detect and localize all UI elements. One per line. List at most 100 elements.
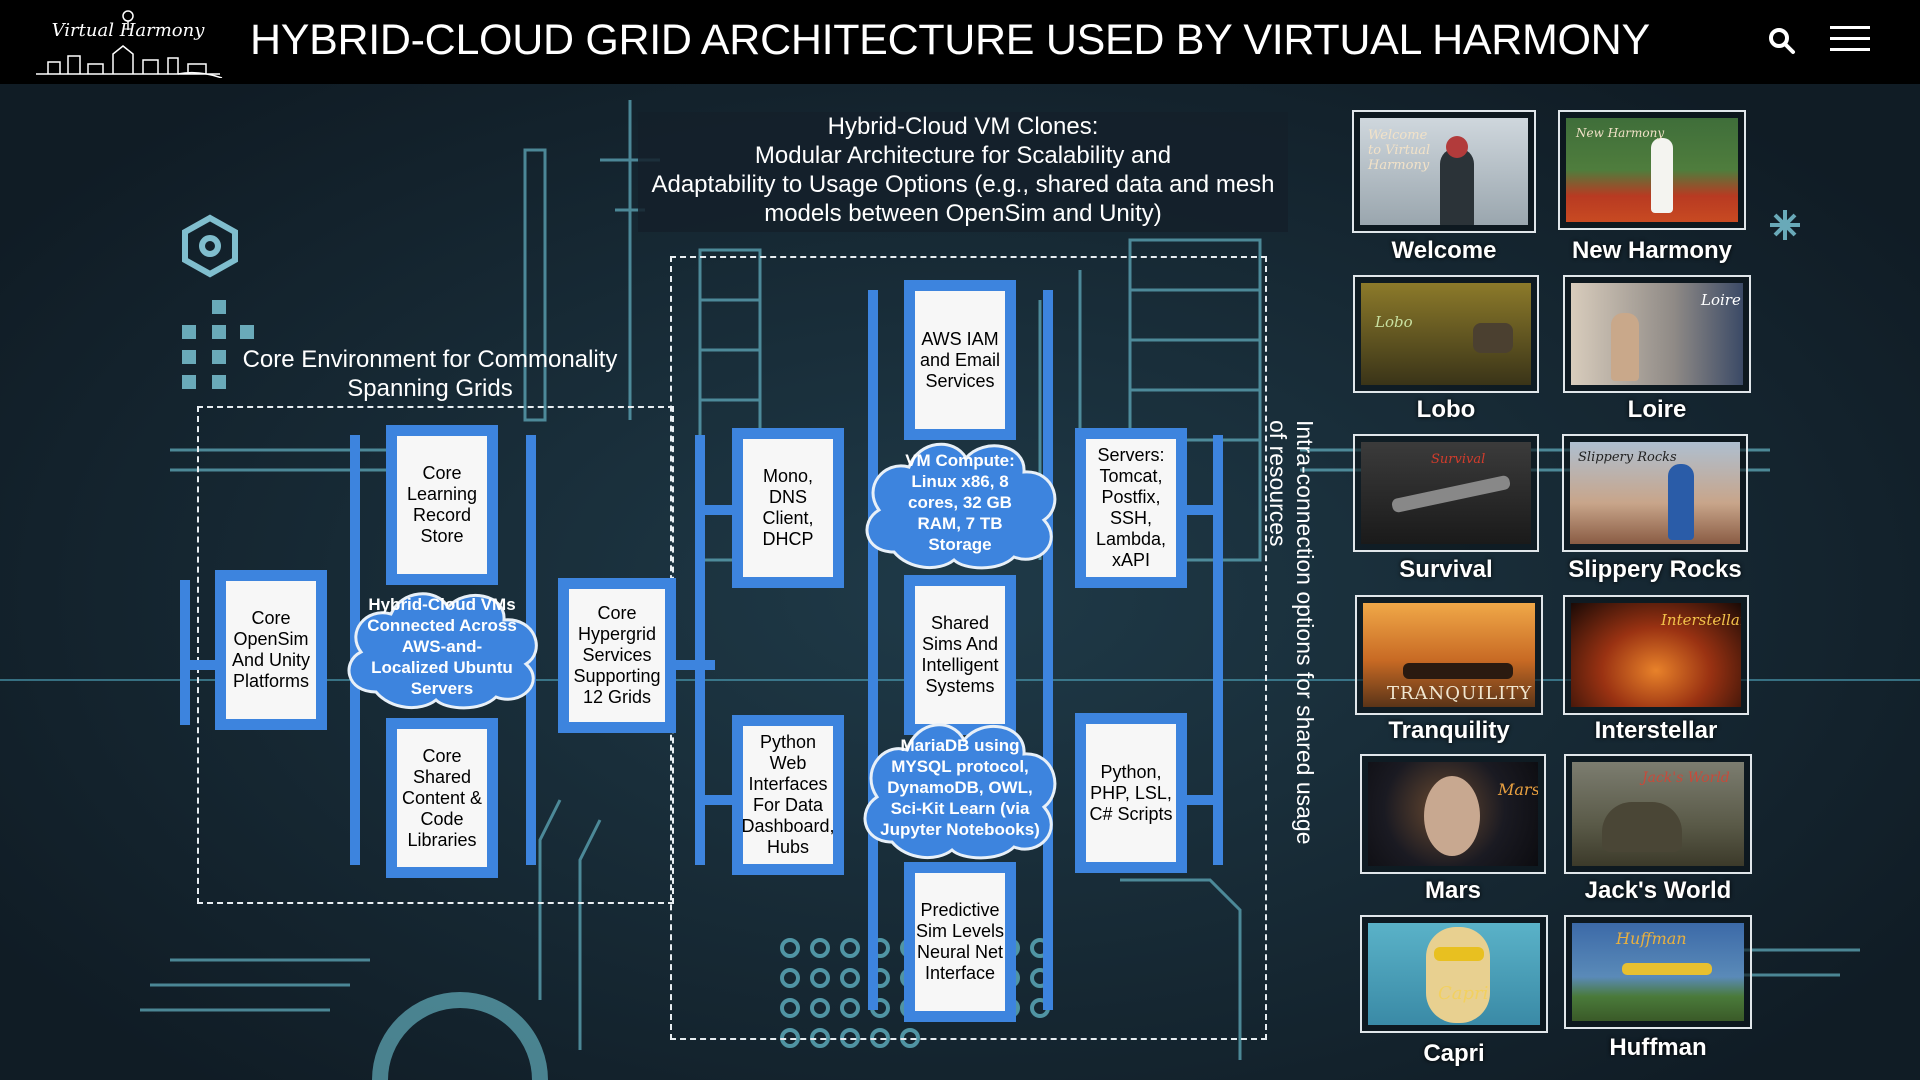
tranquility-overlay: TRANQUILITY — [1387, 683, 1533, 704]
grid-label-welcome: Welcome — [1391, 237, 1497, 264]
hybrid-vms-cloud-label: Hybrid-Cloud VMs Connected Across AWS-an… — [367, 594, 517, 698]
slippery-rocks-image: Slippery Rocks — [1570, 442, 1740, 544]
core-learning-record-store-node[interactable]: Core Learning Record Store — [386, 425, 498, 585]
grid-label-slippery-rocks: Slippery Rocks — [1568, 556, 1742, 583]
core-learning-record-store-label: Core Learning Record Store — [397, 436, 487, 574]
grid-label-interstellar: Interstellar — [1594, 717, 1718, 744]
connector-bar — [180, 660, 220, 670]
page-title: HYBRID-CLOUD GRID ARCHITECTURE USED BY V… — [250, 16, 1650, 64]
core-shared-content-node[interactable]: Core Shared Content & Code Libraries — [386, 718, 498, 878]
loire-image: Loire — [1571, 283, 1743, 385]
lobo-image: Lobo — [1361, 283, 1531, 385]
scripts-node[interactable]: Python, PHP, LSL, C# Scripts — [1075, 713, 1187, 873]
welcome-overlay: Welcome to Virtual Harmony — [1368, 128, 1431, 173]
interstellar-overlay: Interstellar — [1661, 611, 1741, 629]
vm-clones-caption-line: Adaptability to Usage Options (e.g., sha… — [651, 171, 1275, 198]
core-environment-caption: Core Environment for Commonality Spannin… — [220, 345, 640, 403]
grid-label-lobo: Lobo — [1416, 396, 1476, 423]
grid-label-tranquility: Tranquility — [1388, 717, 1510, 744]
grid-label-mars: Mars — [1424, 877, 1482, 904]
new-harmony-overlay: New Harmony — [1576, 126, 1665, 140]
core-hypergrid-services-node[interactable]: Core Hypergrid Services Supporting 12 Gr… — [558, 578, 676, 733]
intra-connection-caption: Intra-connection options for shared usag… — [1258, 420, 1318, 900]
mariadb-cloud[interactable]: MariaDB using MYSQL protocol, DynamoDB, … — [852, 712, 1068, 862]
welcome-image: Welcome to Virtual Harmony — [1360, 118, 1528, 225]
loire-overlay: Loire — [1701, 291, 1741, 309]
grid-thumbnail-tranquility[interactable]: TRANQUILITY — [1355, 595, 1543, 715]
grid-label-capri: Capri — [1423, 1040, 1485, 1067]
vm-clones-caption-line: Hybrid-Cloud VM Clones: — [827, 113, 1099, 140]
slippery-rocks-overlay: Slippery Rocks — [1578, 450, 1677, 465]
core-platforms-node[interactable]: Core OpenSim And Unity Platforms — [215, 570, 327, 730]
mono-dns-dhcp-label: Mono, DNS Client, DHCP — [743, 439, 833, 577]
python-web-interfaces-node[interactable]: Python Web Interfaces For Data Dashboard… — [732, 715, 844, 875]
connector-bar — [705, 795, 745, 805]
aws-iam-node[interactable]: AWS IAM and Email Services — [904, 280, 1016, 440]
grid-label-survival: Survival — [1399, 556, 1493, 583]
grid-thumbnail-mars[interactable]: Mars — [1360, 754, 1546, 874]
survival-overlay: Survival — [1431, 452, 1486, 467]
huffman-image: Huffman — [1572, 923, 1744, 1021]
python-web-interfaces-label: Python Web Interfaces For Data Dashboard… — [741, 726, 835, 864]
vm-clones-caption: Hybrid-Cloud VM Clones: Modular Architec… — [638, 112, 1288, 232]
connector-bar — [180, 580, 190, 725]
mariadb-cloud-label: MariaDB using MYSQL protocol, DynamoDB, … — [880, 735, 1040, 839]
connector-bar — [1180, 795, 1220, 805]
grid-thumbnail-jacks-world[interactable]: Jack's World — [1564, 754, 1752, 874]
predictive-sim-node[interactable]: Predictive Sim Levels Neural Net Interfa… — [904, 862, 1016, 1022]
grid-thumbnail-huffman[interactable]: Huffman — [1564, 915, 1752, 1029]
scripts-label: Python, PHP, LSL, C# Scripts — [1086, 724, 1176, 862]
grid-label-jacks-world: Jack's World — [1584, 877, 1732, 904]
hamburger-menu-icon[interactable] — [1830, 24, 1872, 54]
survival-image: Survival — [1361, 442, 1531, 544]
core-environment-caption-line: Spanning Grids — [347, 375, 513, 402]
vm-clones-caption-line: Modular Architecture for Scalability and — [754, 142, 1172, 169]
core-platforms-label: Core OpenSim And Unity Platforms — [226, 581, 316, 719]
core-environment-caption-line: Core Environment for Commonality — [242, 346, 618, 373]
aws-iam-label: AWS IAM and Email Services — [915, 291, 1005, 429]
grid-thumbnail-capri[interactable]: Capri — [1360, 915, 1548, 1033]
grid-thumbnail-slippery-rocks[interactable]: Slippery Rocks — [1562, 434, 1748, 552]
mars-image: Mars — [1368, 762, 1538, 866]
connector-bar — [350, 435, 360, 865]
grid-thumbnail-loire[interactable]: Loire — [1563, 275, 1751, 393]
intra-connection-caption-line: Intra-connection options for shared usag… — [1292, 420, 1318, 845]
shared-sims-node[interactable]: Shared Sims And Intelligent Systems — [904, 575, 1016, 735]
servers-node[interactable]: Servers: Tomcat, Postfix, SSH, Lambda, x… — [1075, 428, 1187, 588]
grid-thumbnail-interstellar[interactable]: Interstellar — [1563, 595, 1749, 715]
tranquility-image: TRANQUILITY — [1363, 603, 1535, 707]
interstellar-image: Interstellar — [1571, 603, 1741, 707]
intra-connection-caption-line: of resources — [1265, 420, 1291, 547]
grid-label-huffman: Huffman — [1609, 1034, 1707, 1061]
predictive-sim-label: Predictive Sim Levels Neural Net Interfa… — [915, 873, 1005, 1011]
core-shared-content-label: Core Shared Content & Code Libraries — [397, 729, 487, 867]
grid-thumbnail-lobo[interactable]: Lobo — [1353, 275, 1539, 393]
grid-label-loire: Loire — [1627, 396, 1687, 423]
hybrid-vms-cloud[interactable]: Hybrid-Cloud VMs Connected Across AWS-an… — [336, 582, 548, 710]
connector-bar — [695, 435, 705, 865]
mars-overlay: Mars — [1498, 780, 1538, 799]
connector-bar — [1213, 435, 1223, 865]
mono-dns-dhcp-node[interactable]: Mono, DNS Client, DHCP — [732, 428, 844, 588]
grid-thumbnail-survival[interactable]: Survival — [1353, 434, 1539, 552]
shared-sims-label: Shared Sims And Intelligent Systems — [915, 586, 1005, 724]
virtual-harmony-logo[interactable] — [28, 6, 228, 78]
search-icon[interactable] — [1765, 24, 1799, 58]
jacks-world-overlay: Jack's World — [1642, 770, 1730, 786]
connector-bar — [705, 505, 745, 515]
connector-bar — [1180, 505, 1220, 515]
new-harmony-image: New Harmony — [1566, 118, 1738, 222]
capri-image: Capri — [1368, 923, 1540, 1025]
header-bar: Virtual Harmony HYBRID-CLOUD GRID ARCHIT… — [0, 0, 1920, 84]
huffman-overlay: Huffman — [1616, 929, 1687, 948]
jacks-world-image: Jack's World — [1572, 762, 1744, 866]
core-hypergrid-services-label: Core Hypergrid Services Supporting 12 Gr… — [569, 589, 665, 722]
connector-bar — [1043, 290, 1053, 1010]
vm-compute-cloud[interactable]: VM Compute: Linux x86, 8 cores, 32 GB RA… — [854, 432, 1066, 572]
grid-label-new-harmony: New Harmony — [1571, 237, 1733, 264]
grid-thumbnail-new-harmony[interactable]: New Harmony — [1558, 110, 1746, 230]
grid-thumbnail-welcome[interactable]: Welcome to Virtual Harmony — [1352, 110, 1536, 233]
connector-bar — [675, 660, 715, 670]
servers-label: Servers: Tomcat, Postfix, SSH, Lambda, x… — [1086, 439, 1176, 577]
lobo-overlay: Lobo — [1375, 313, 1413, 331]
